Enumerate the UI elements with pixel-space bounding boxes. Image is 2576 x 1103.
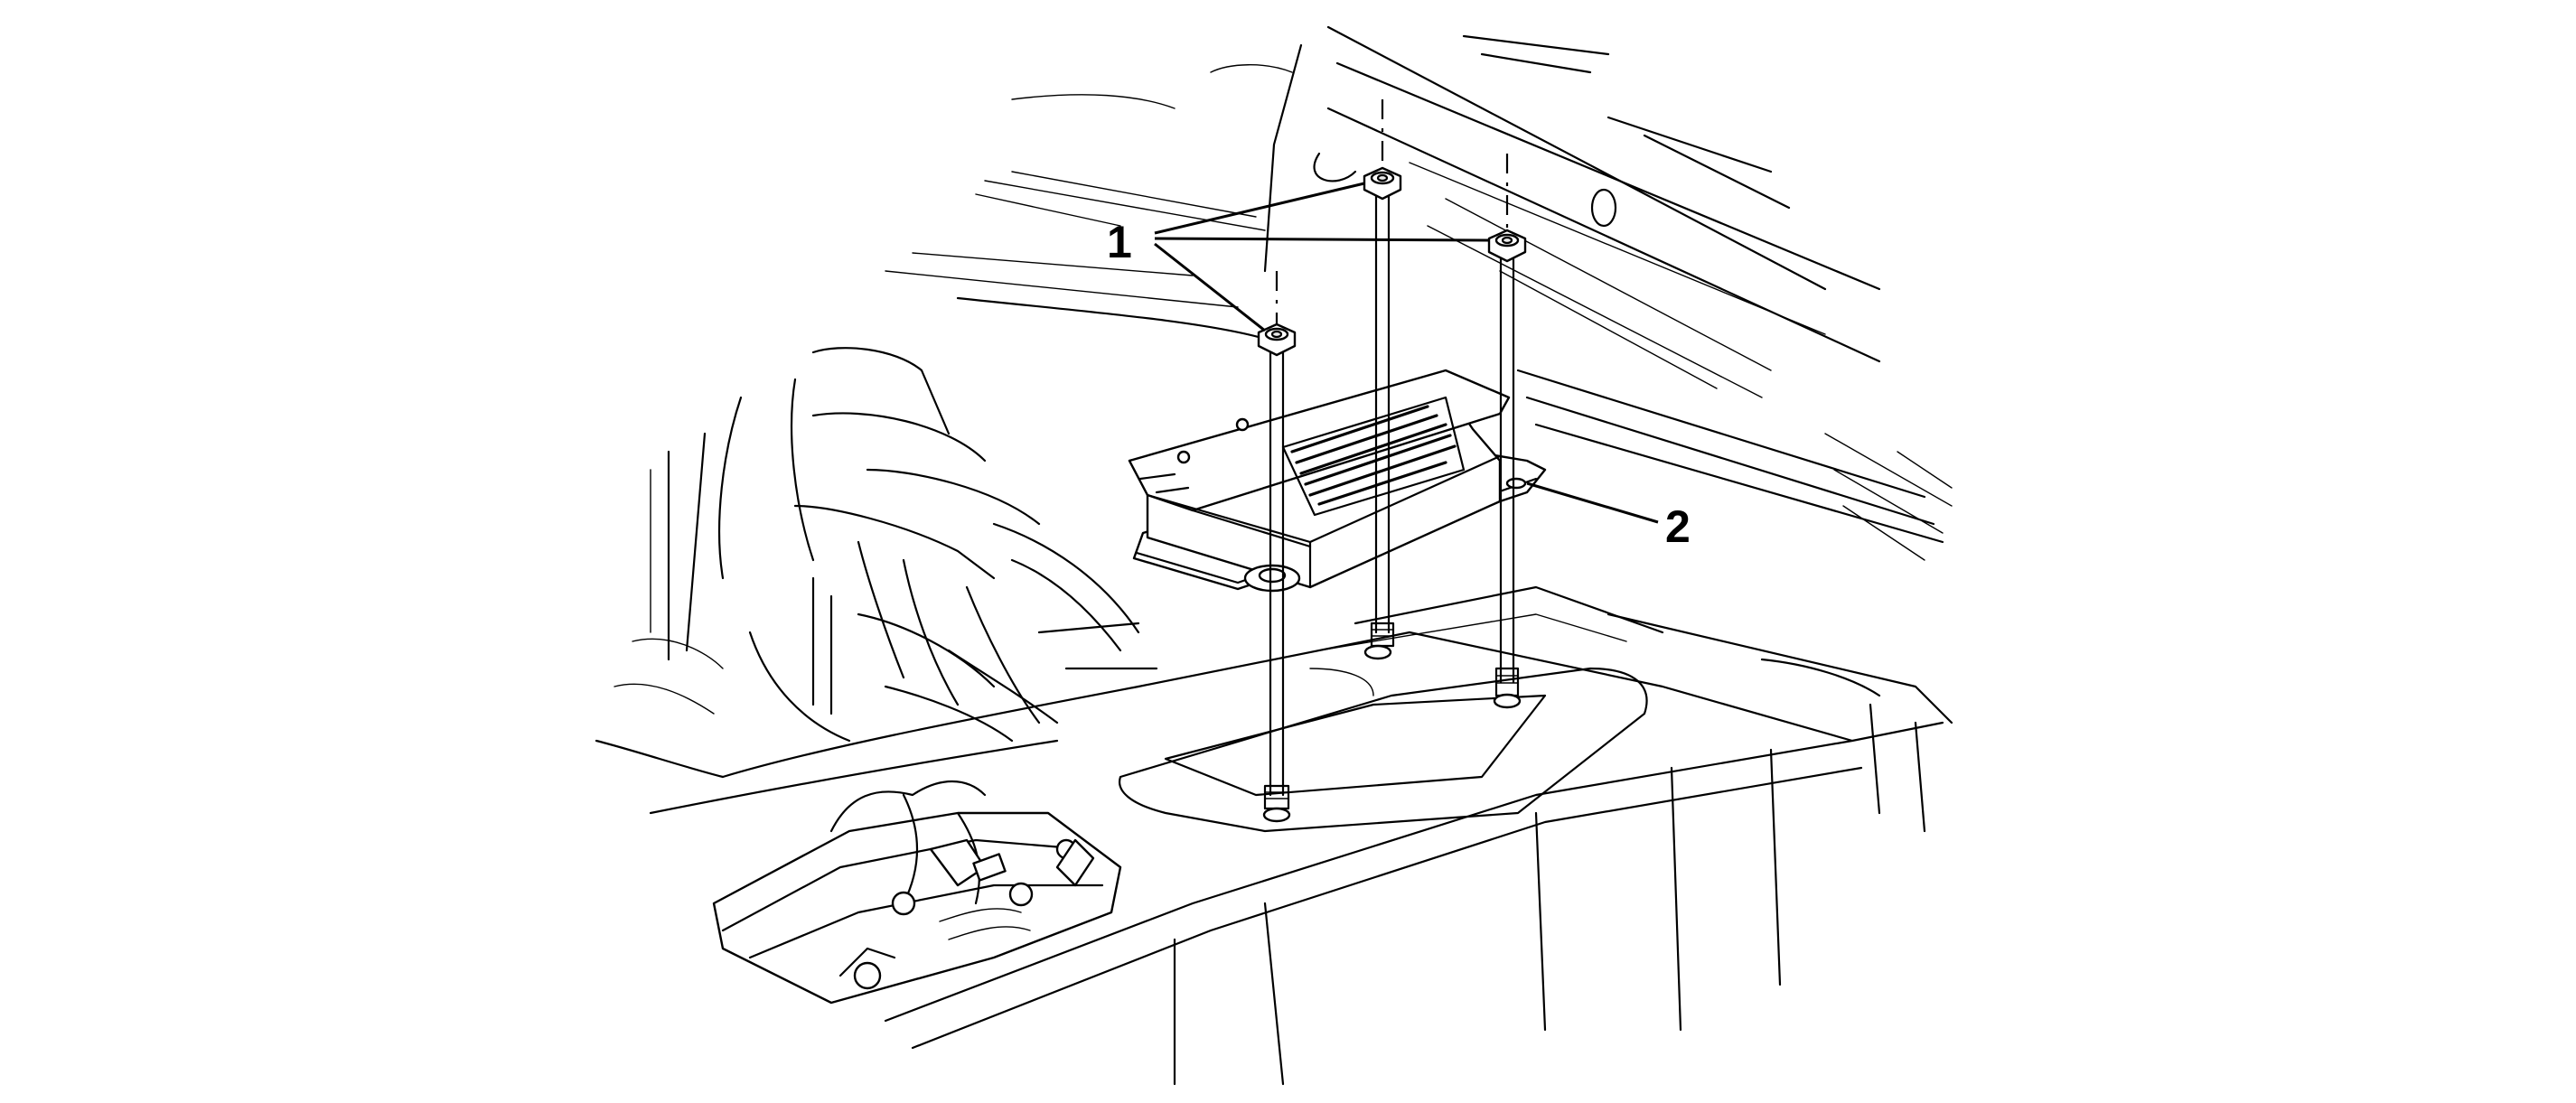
hex-nut-left — [1257, 322, 1297, 357]
hex-nut-right — [1487, 229, 1527, 263]
vehicle-body-structure — [595, 25, 1953, 1086]
callout-2: 2 — [1526, 481, 1691, 552]
hex-nut-center — [1363, 166, 1402, 201]
mounting-studs — [1262, 99, 1522, 823]
callout-1: 1 — [1107, 182, 1490, 332]
control-module — [1128, 369, 1547, 593]
hex-nuts — [1257, 166, 1527, 357]
seat-latch-mechanism — [712, 780, 1122, 1005]
module-label — [1281, 396, 1466, 517]
callout-2-label: 2 — [1665, 501, 1691, 552]
callout-1-label: 1 — [1107, 217, 1132, 267]
